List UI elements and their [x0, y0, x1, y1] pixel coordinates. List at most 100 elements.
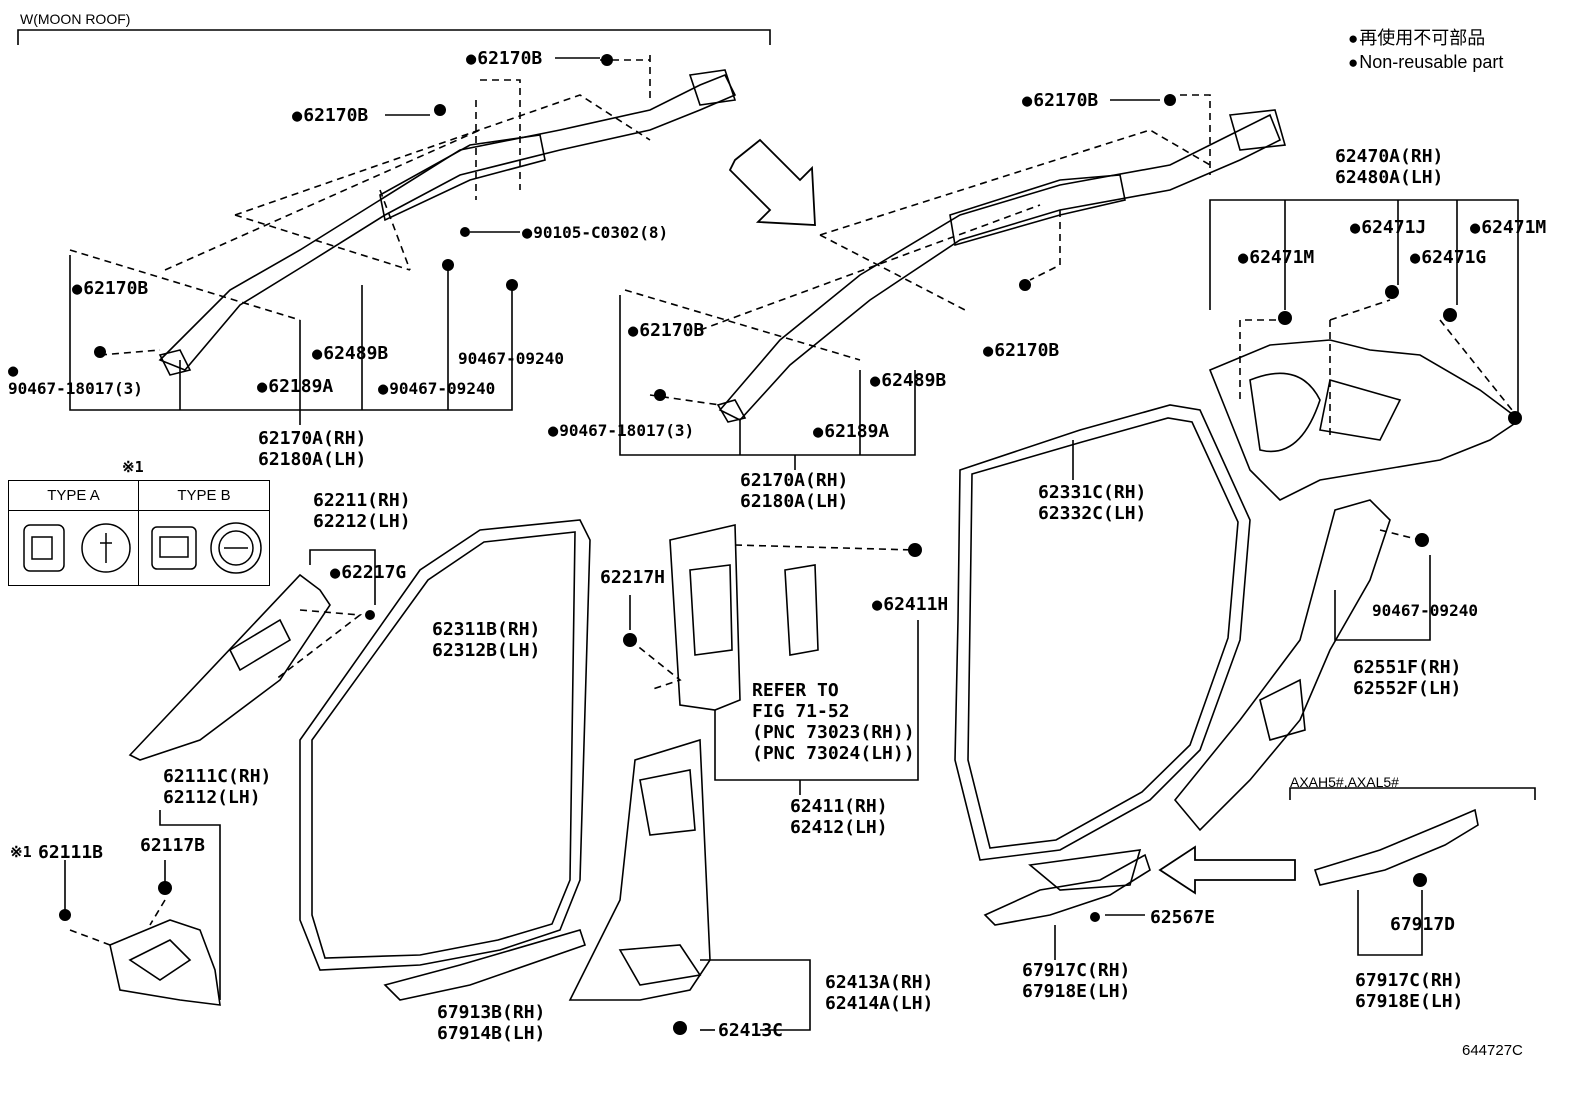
part-number-lh: 67918E(LH)	[1355, 991, 1464, 1012]
part-number-rh: 67913B(RH)	[437, 1002, 546, 1023]
part-62170b[interactable]: 62170B	[983, 340, 1059, 362]
front-scuff-plate	[383, 929, 587, 1001]
clip-a-icon	[22, 523, 131, 573]
b-pillar-lower-garnish	[568, 738, 711, 1001]
moon-roof-bracket	[17, 29, 771, 45]
part-62189a[interactable]: 62189A	[257, 376, 333, 398]
refer-note-line: REFER TO	[752, 680, 839, 701]
part-62117b[interactable]: 62117B	[140, 835, 206, 856]
part-90105[interactable]: 90105-C0302(8)	[522, 222, 668, 244]
dashed-leaders-left	[69, 55, 651, 356]
clip-type-table: TYPE A TYPE B	[8, 480, 270, 586]
type-b-header: TYPE B	[139, 481, 269, 511]
legend-jp-text: 再使用不可部品	[1359, 28, 1486, 48]
part-number-rh: 62413A(RH)	[825, 972, 934, 993]
dashed-leaders-middle	[624, 94, 1211, 406]
part-62170b[interactable]: 62170B	[1022, 90, 1098, 112]
leader-lines-left	[69, 57, 600, 425]
part-number-lh: 62180A(LH)	[740, 491, 849, 512]
part-90467-09240[interactable]: 90467-09240	[1372, 601, 1478, 620]
part-62470a[interactable]: 62470A(RH) 62480A(LH)	[1335, 146, 1443, 188]
part-90467-09240[interactable]: 90467-09240	[378, 378, 495, 400]
part-number-lh: 62212(LH)	[313, 511, 411, 532]
a-pillar-garnish	[128, 573, 331, 761]
part-62170b[interactable]: 62170B	[72, 278, 148, 300]
part-62471m[interactable]: 62471M	[1470, 217, 1546, 239]
part-number-lh: 62414A(LH)	[825, 993, 934, 1014]
part-62471m[interactable]: 62471M	[1238, 247, 1314, 269]
legend-line-jp: 再使用不可部品	[1348, 28, 1485, 49]
part-62111b[interactable]: 62111B	[38, 842, 104, 863]
part-62170b[interactable]: 62170B	[628, 320, 704, 342]
part-67917d[interactable]: 67917D	[1390, 914, 1456, 935]
moon-roof-title: W(MOON ROOF)	[20, 11, 131, 27]
seatbelt-reference	[784, 564, 819, 656]
part-67917c-left[interactable]: 67917C(RH) 67918E(LH)	[1022, 960, 1130, 1002]
airbag-assembly-middle	[716, 109, 1287, 423]
part-62111c[interactable]: 62111C(RH) 62112(LH)	[163, 766, 271, 808]
part-number-rh: 62211(RH)	[313, 490, 411, 511]
clip-b-icon	[151, 522, 262, 574]
part-number-lh: 67918E(LH)	[1022, 981, 1131, 1002]
part-number-rh: 62331C(RH)	[1038, 482, 1147, 503]
c-pillar-trim	[1173, 499, 1391, 832]
fastener-clips	[59, 54, 1522, 1035]
part-number-lh: 62112(LH)	[163, 787, 261, 808]
part-62170a-middle[interactable]: 62170A(RH) 62180A(LH)	[740, 470, 848, 512]
bracket-62470a	[1209, 199, 1519, 415]
legend-en-text: Non-reusable part	[1359, 52, 1504, 72]
part-62489b[interactable]: 62489B	[312, 343, 388, 365]
part-62489b[interactable]: 62489B	[870, 370, 946, 392]
note-mark-62111b: ※1	[10, 843, 32, 861]
part-62471j[interactable]: 62471J	[1350, 217, 1426, 239]
part-number-rh: 62170A(RH)	[258, 428, 367, 449]
part-90467-18017[interactable]: 90467-18017(3)	[548, 420, 694, 442]
refer-note: REFER TO FIG 71-52 (PNC 73023(RH)) (PNC …	[752, 680, 915, 764]
part-number-lh: 62180A(LH)	[258, 449, 367, 470]
part-62311b[interactable]: 62311B(RH) 62312B(LH)	[432, 619, 540, 661]
type-a-header: TYPE A	[9, 481, 139, 511]
airbag-assembly-left	[158, 69, 737, 376]
b-pillar-upper-garnish	[669, 524, 741, 711]
part-62170a-left[interactable]: 62170A(RH) 62180A(LH)	[258, 428, 366, 470]
part-67913b[interactable]: 67913B(RH) 67914B(LH)	[437, 1002, 545, 1044]
note-mark-table: ※1	[122, 458, 144, 476]
part-62170b[interactable]: 62170B	[292, 105, 368, 127]
part-62551f[interactable]: 62551F(RH) 62552F(LH)	[1353, 657, 1461, 699]
part-number-lh: 62332C(LH)	[1038, 503, 1147, 524]
part-62189a[interactable]: 62189A	[813, 421, 889, 443]
part-number-rh: 67917C(RH)	[1355, 970, 1464, 991]
part-90467-18017[interactable]: 90467-18017(3)	[8, 379, 143, 398]
part-62413a[interactable]: 62413A(RH) 62414A(LH)	[825, 972, 933, 1014]
rear-door-weatherstrip	[954, 404, 1251, 861]
variant-note: AXAH5#,AXAL5#	[1290, 774, 1399, 790]
part-62211[interactable]: 62211(RH) 62212(LH)	[313, 490, 411, 532]
part-62170b[interactable]: 62170B	[466, 48, 542, 70]
part-number-rh: 62311B(RH)	[432, 619, 541, 640]
part-62331c[interactable]: 62331C(RH) 62332C(LH)	[1038, 482, 1146, 524]
quarter-trim-panel	[1208, 339, 1522, 501]
part-62567e[interactable]: 62567E	[1150, 907, 1216, 928]
rear-scuff-variant	[1313, 808, 1479, 886]
figure-code: 644727C	[1462, 1042, 1523, 1059]
part-number-rh: 67917C(RH)	[1022, 960, 1131, 981]
part-90467-09240[interactable]: 90467-09240	[458, 349, 564, 368]
part-62411[interactable]: 62411(RH) 62412(LH)	[790, 796, 888, 838]
front-door-weatherstrip	[299, 519, 591, 971]
part-number-rh: 62411(RH)	[790, 796, 888, 817]
part-number-rh: 62170A(RH)	[740, 470, 849, 491]
part-number-lh: 62480A(LH)	[1335, 167, 1444, 188]
part-number-lh: 62312B(LH)	[432, 640, 541, 661]
part-62471g[interactable]: 62471G	[1410, 247, 1486, 269]
part-67917c-right[interactable]: 67917C(RH) 67918E(LH)	[1355, 970, 1463, 1012]
part-62411h[interactable]: 62411H	[872, 594, 948, 616]
type-b-clip-drawing	[139, 511, 269, 585]
part-62217h[interactable]: 62217H	[600, 567, 666, 588]
part-number-rh: 62470A(RH)	[1335, 146, 1444, 167]
part-number-lh: 62552F(LH)	[1353, 678, 1462, 699]
direction-arrow-left	[1158, 845, 1296, 895]
rear-scuff-plate	[983, 849, 1151, 926]
part-62217g[interactable]: 62217G	[330, 562, 406, 584]
part-62413c[interactable]: 62413C	[718, 1020, 784, 1041]
